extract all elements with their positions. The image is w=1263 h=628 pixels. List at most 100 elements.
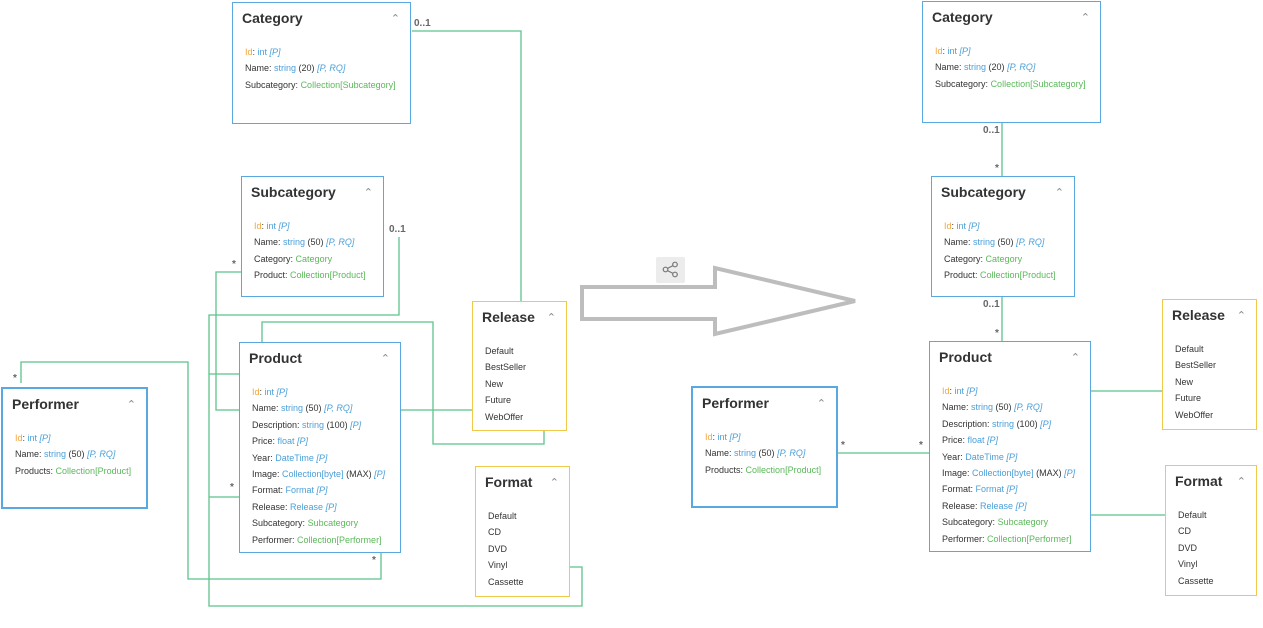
attribute-row[interactable]: Vinyl xyxy=(1178,556,1214,572)
attribute-token: Subcategory xyxy=(942,517,993,528)
attribute-row[interactable]: Name: string (50) [P, RQ] xyxy=(252,400,385,416)
attribute-row[interactable]: DVD xyxy=(488,541,524,557)
attribute-row[interactable]: Id: int [P] xyxy=(705,429,821,445)
attribute-row[interactable]: Default xyxy=(485,343,526,359)
attribute-row[interactable]: Vinyl xyxy=(488,557,524,573)
attribute-row[interactable]: Description: string (100) [P] xyxy=(942,416,1075,432)
attribute-row[interactable]: Price: float [P] xyxy=(942,432,1075,448)
attribute-row[interactable]: Subcategory: Subcategory xyxy=(252,515,385,531)
attribute-row[interactable]: CD xyxy=(488,524,524,540)
performer-title: Performer xyxy=(12,396,79,412)
attribute-row[interactable]: Default xyxy=(1178,507,1214,523)
attribute-row[interactable]: Performer: Collection[Performer] xyxy=(252,532,385,548)
attribute-row[interactable]: Release: Release [P] xyxy=(942,498,1075,514)
attribute-row[interactable]: Name: string (20) [P, RQ] xyxy=(935,59,1086,75)
attribute-token: [P] xyxy=(371,469,386,480)
attribute-row[interactable]: Future xyxy=(485,392,526,408)
attribute-row[interactable]: Products: Collection[Product] xyxy=(705,462,821,478)
attribute-row[interactable]: Format: Format [P] xyxy=(252,482,385,498)
attribute-token: Release xyxy=(290,501,324,512)
attribute-row[interactable]: New xyxy=(485,376,526,392)
attribute-token: [P, RQ] xyxy=(1004,62,1036,73)
attribute-row[interactable]: WebOffer xyxy=(1175,407,1216,423)
attribute-token: Name xyxy=(15,449,40,460)
attribute-row[interactable]: Name: string (50) [P, RQ] xyxy=(705,445,821,461)
attribute-row[interactable]: Id: int [P] xyxy=(254,218,366,234)
attribute-row[interactable]: Name: string (50) [P, RQ] xyxy=(15,446,131,462)
chevron-up-icon[interactable]: ⌃ xyxy=(1080,12,1090,24)
attribute-row[interactable]: Image: Collection[byte] (MAX) [P] xyxy=(252,466,385,482)
attribute-row[interactable]: Image: Collection[byte] (MAX) [P] xyxy=(942,465,1075,481)
attribute-row[interactable]: Name: string (50) [P, RQ] xyxy=(254,234,366,250)
attribute-token: [P] xyxy=(966,221,980,231)
attribute-row[interactable]: Year: DateTime [P] xyxy=(252,450,385,466)
attribute-row[interactable]: Products: Collection[Product] xyxy=(15,463,131,479)
chevron-up-icon[interactable]: ⌃ xyxy=(390,13,400,25)
entity-subcategory[interactable]: Subcategory⌃Id: int [P]Name: string (50)… xyxy=(931,176,1075,297)
attribute-row[interactable]: Future xyxy=(1175,390,1216,406)
attribute-row[interactable]: Name: string (20) [P, RQ] xyxy=(245,60,396,76)
attribute-row[interactable]: Cassette xyxy=(1178,573,1214,589)
entity-product[interactable]: Product⌃Id: int [P]Name: string (50) [P,… xyxy=(929,341,1091,552)
attribute-row[interactable]: Id: int [P] xyxy=(944,218,1056,234)
attribute-row[interactable]: BestSeller xyxy=(485,359,526,375)
entity-category[interactable]: Category⌃Id: int [P]Name: string (20) [P… xyxy=(232,2,411,124)
attribute-row[interactable]: Description: string (100) [P] xyxy=(252,417,385,433)
attribute-token: : xyxy=(962,435,968,446)
attribute-row[interactable]: Format: Format [P] xyxy=(942,481,1075,497)
chevron-up-icon[interactable]: ⌃ xyxy=(1054,187,1064,199)
entity-subcategory[interactable]: Subcategory⌃Id: int [P]Name: string (50)… xyxy=(241,176,384,297)
attribute-token: Future xyxy=(485,395,512,406)
attribute-token: : xyxy=(22,433,28,443)
attribute-row[interactable]: Subcategory: Subcategory xyxy=(942,514,1075,530)
entity-performer[interactable]: Performer ⌃ Id: int [P]Name: string (50) [… xyxy=(1,387,148,509)
entity-category[interactable]: Category⌃Id: int [P]Name: string (20) [P… xyxy=(922,1,1101,123)
attribute-row[interactable]: Name: string (50) [P, RQ] xyxy=(942,399,1075,415)
entity-performer[interactable]: Performer⌃Id: int [P]Name: string (50) [… xyxy=(691,386,838,508)
attribute-row[interactable]: BestSeller xyxy=(1175,357,1216,373)
chevron-up-icon[interactable]: ⌃ xyxy=(1070,352,1080,364)
attribute-row[interactable]: Id: int [P] xyxy=(15,430,131,446)
attribute-token: string xyxy=(44,449,67,460)
chevron-up-icon[interactable]: ⌃ xyxy=(816,398,826,410)
attribute-row[interactable]: New xyxy=(1175,374,1216,390)
chevron-up-icon[interactable]: ⌃ xyxy=(1236,476,1246,488)
attribute-row[interactable]: Id: int [P] xyxy=(935,43,1086,59)
attribute-row[interactable]: Default xyxy=(1175,341,1216,357)
entity-product[interactable]: Product⌃Id: int [P]Name: string (50) [P,… xyxy=(239,342,401,553)
attribute-row[interactable]: Default xyxy=(488,508,524,524)
chevron-up-icon[interactable]: ⌃ xyxy=(363,187,373,199)
attribute-row[interactable]: Category: Category xyxy=(254,251,366,267)
attribute-row[interactable]: Product: Collection[Product] xyxy=(254,267,366,283)
attribute-row[interactable]: CD xyxy=(1178,523,1214,539)
attribute-row[interactable]: Category: Category xyxy=(944,251,1056,267)
attribute-row[interactable]: Name: string (50) [P, RQ] xyxy=(944,234,1056,250)
chevron-up-icon[interactable]: ⌃ xyxy=(380,353,390,365)
attribute-row[interactable]: DVD xyxy=(1178,540,1214,556)
attribute-token: Id xyxy=(245,47,253,57)
attribute-row[interactable]: WebOffer xyxy=(485,409,526,425)
attribute-row[interactable]: Id: int [P] xyxy=(245,44,396,60)
attribute-token: : xyxy=(729,448,735,459)
chevron-up-icon[interactable]: ⌃ xyxy=(549,477,559,489)
attribute-row[interactable]: Year: DateTime [P] xyxy=(942,449,1075,465)
attribute-row[interactable]: Price: float [P] xyxy=(252,433,385,449)
attribute-row[interactable]: Id: int [P] xyxy=(942,383,1075,399)
attribute-row[interactable]: Id: int [P] xyxy=(252,384,385,400)
share-button[interactable] xyxy=(656,257,685,283)
attribute-row[interactable]: Subcategory: Collection[Subcategory] xyxy=(935,76,1086,92)
attribute-row[interactable]: Product: Collection[Product] xyxy=(944,267,1056,283)
attribute-row[interactable]: Release: Release [P] xyxy=(252,499,385,515)
attribute-row[interactable]: Subcategory: Collection[Subcategory] xyxy=(245,77,396,93)
attribute-row[interactable]: Cassette xyxy=(488,574,524,590)
chevron-up-icon[interactable]: ⌃ xyxy=(1236,310,1246,322)
attribute-token: [P] xyxy=(313,452,328,463)
performer-attribute-list: Id: int [P]Name: string (50) [P, RQ]Prod… xyxy=(15,430,131,479)
attribute-row[interactable]: Performer: Collection[Performer] xyxy=(942,531,1075,547)
chevron-up-icon[interactable]: ⌃ xyxy=(546,312,556,324)
chevron-up-icon[interactable]: ⌃ xyxy=(126,399,136,411)
